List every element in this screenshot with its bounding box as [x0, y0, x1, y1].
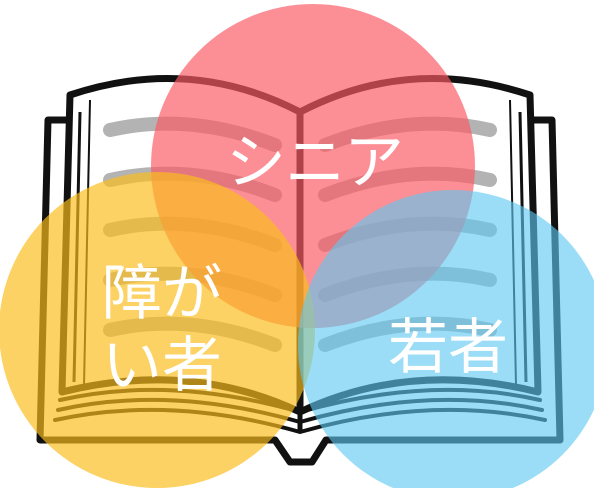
label-youth: 若者	[388, 313, 508, 383]
label-senior: シニア	[226, 128, 404, 198]
label-disabled: 障が い者	[102, 258, 222, 402]
circle-youth	[298, 190, 594, 488]
label-disabled-line2: い者	[102, 331, 222, 401]
circle-disabled	[0, 172, 315, 488]
label-disabled-line1: 障が	[102, 259, 222, 329]
